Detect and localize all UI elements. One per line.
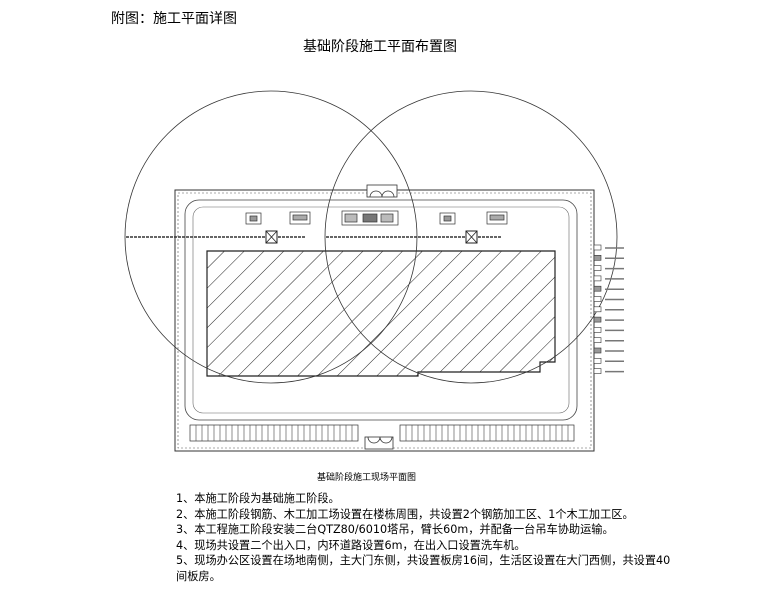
drawing-caption: 基础阶段施工现场平面图 — [317, 473, 417, 483]
legend-symbol — [593, 265, 602, 271]
legend-symbol — [593, 316, 602, 323]
note-item: 4、现场共设置二个出入口，内环道路设置6m，在出入口设置洗车机。 — [176, 538, 526, 552]
legend-symbol — [593, 357, 602, 364]
legend-symbol — [593, 327, 602, 333]
ring-road-outer — [184, 199, 578, 421]
legend-symbol — [593, 255, 602, 261]
note-item: 5、现场办公区设置在场地南侧，主大门东侧，共设置板房16间，生活区设置在大门西侧… — [176, 554, 671, 583]
north-gate — [366, 184, 398, 198]
notes-list: 1、本施工阶段为基础施工阶段。 2、本施工阶段钢筋、木工加工场设置在楼栋周围，共… — [176, 491, 676, 585]
south-gate — [364, 436, 394, 450]
crane-radius-east — [324, 90, 618, 384]
note-item: 1、本施工阶段为基础施工阶段。 — [176, 492, 340, 505]
tower-crane-east — [465, 230, 478, 244]
legend-symbol — [593, 285, 602, 292]
note-item: 3、本工程施工阶段安装二台QTZ80/6010塔吊，臂长60m，并配备一台吊车协… — [176, 523, 614, 537]
temporary-houses — [189, 424, 575, 442]
crane-radius-west — [124, 90, 418, 384]
ring-road-inner — [192, 206, 570, 414]
legend-symbol — [593, 368, 602, 374]
house-row — [399, 424, 575, 442]
tower-crane-west — [265, 230, 278, 244]
facility-west-mark — [292, 214, 308, 221]
legend-symbol — [593, 337, 602, 344]
building-footprint — [206, 250, 556, 377]
legend-symbol — [593, 296, 602, 302]
note-item: 2、本施工阶段钢筋、木工加工场设置在楼栋周围，共设置2个钢筋加工区、1个木工加工… — [176, 507, 634, 521]
legend — [593, 244, 624, 374]
facility-blocks — [245, 210, 508, 226]
legend-symbol — [593, 275, 602, 282]
attachment-header: 附图：施工平面详图 — [111, 11, 237, 27]
legend-symbol — [593, 244, 602, 251]
legend-symbol — [593, 306, 602, 313]
drawing-title: 基础阶段施工平面布置图 — [303, 39, 457, 55]
rebar-yard-west-mark — [249, 215, 258, 222]
legend-symbol — [593, 347, 602, 354]
